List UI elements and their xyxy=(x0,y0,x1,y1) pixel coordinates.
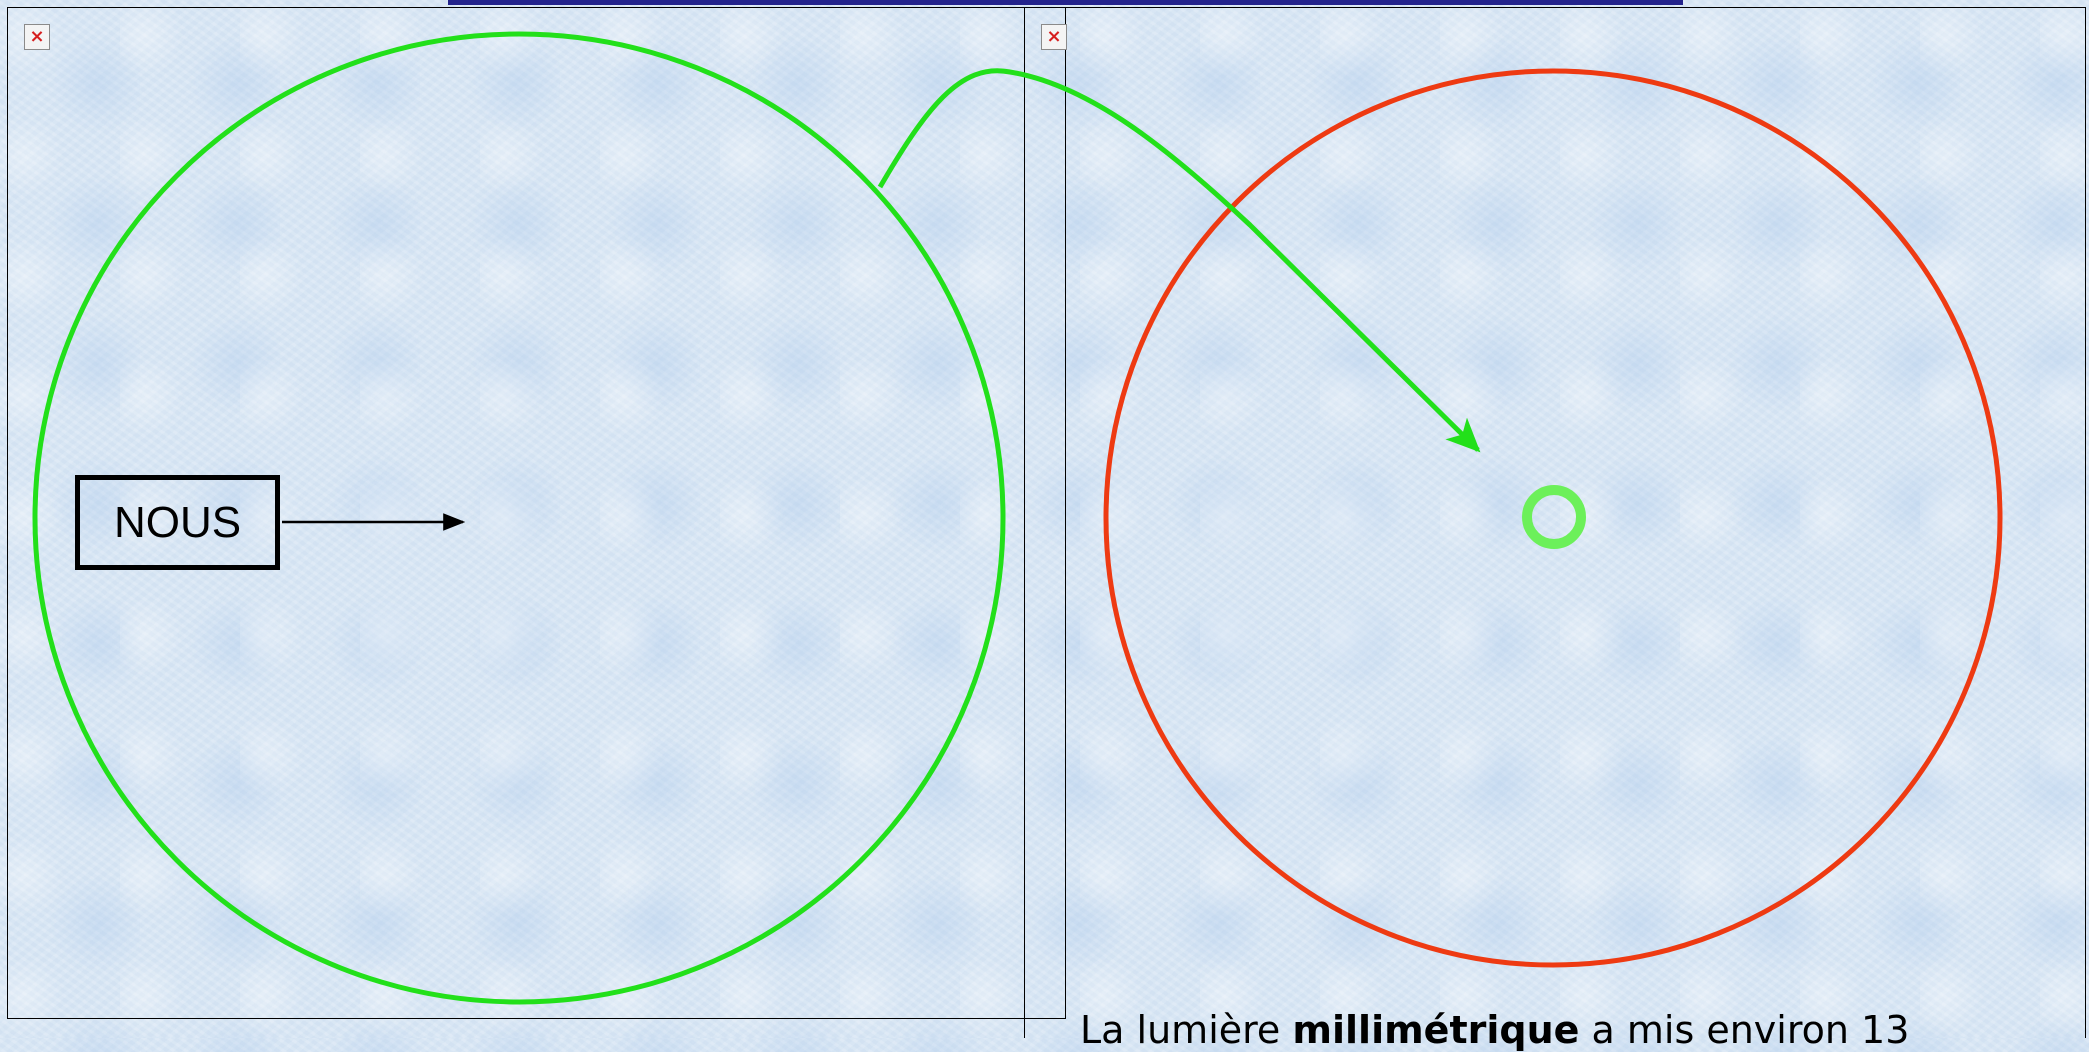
broken-image-icon: × xyxy=(24,24,50,50)
caption-part-1: La lumière xyxy=(1080,1008,1293,1052)
left-panel-frame xyxy=(7,7,1066,1019)
past-horizon-circle xyxy=(1103,68,2003,968)
small-green-circle xyxy=(1522,485,1586,549)
caption-text: La lumière millimétrique a mis environ 1… xyxy=(1080,1008,1909,1052)
top-bar xyxy=(448,0,1683,5)
nous-label: NOUS xyxy=(113,497,242,547)
light-path-arrow xyxy=(877,68,1481,453)
broken-image-icon: × xyxy=(1041,24,1067,50)
nous-label-box: NOUS xyxy=(75,475,280,570)
caption-bold-term: millimétrique xyxy=(1292,1008,1580,1052)
caption-part-2: a mis environ 13 xyxy=(1579,1008,1910,1052)
right-panel-frame xyxy=(1024,7,2086,1038)
observable-universe-circle xyxy=(32,31,1006,1005)
